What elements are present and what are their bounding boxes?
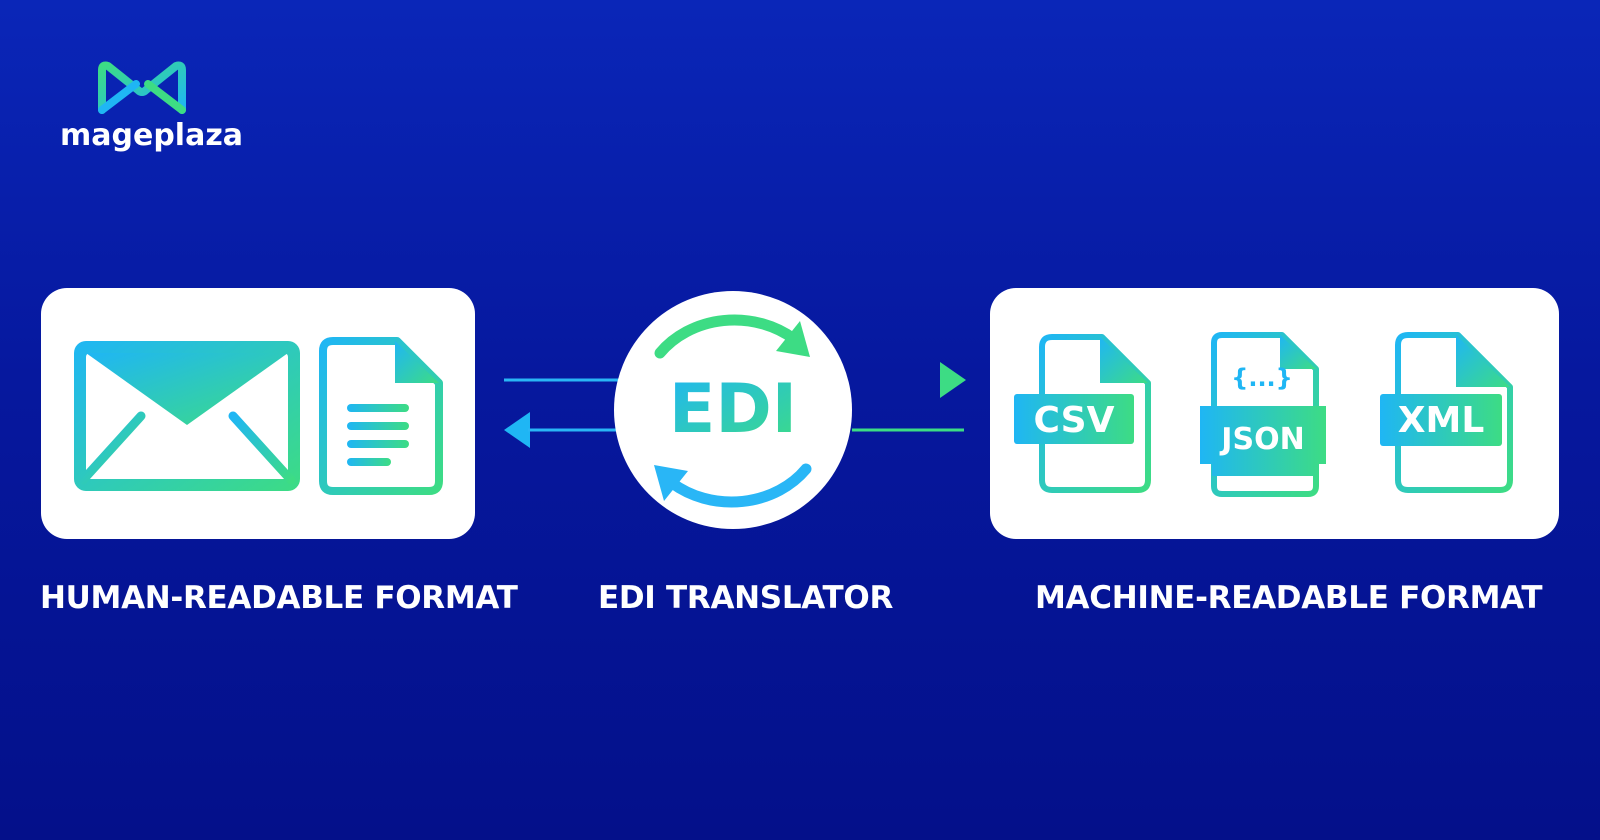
file-label: CSV [1034, 400, 1115, 441]
arrow-left-icon [504, 412, 964, 448]
csv-file-icon: CSV [1014, 334, 1151, 493]
brand-name[interactable]: mageplaza [60, 118, 244, 153]
human-readable-caption: HUMAN-READABLE FORMAT [40, 580, 518, 616]
mageplaza-m-logo-icon [96, 60, 188, 116]
machine-readable-caption: MACHINE-READABLE FORMAT [1035, 580, 1543, 616]
human-readable-panel [41, 288, 475, 539]
machine-readable-panel: CSV {...} JSON XML [990, 288, 1559, 539]
xml-file-icon: XML [1380, 332, 1513, 493]
arrow-right-icon [504, 362, 966, 398]
envelope-icon [74, 341, 300, 491]
edi-translator-caption: EDI TRANSLATOR [598, 580, 894, 616]
hub-label: EDI [669, 370, 797, 449]
json-file-icon: {...} JSON [1200, 332, 1326, 497]
flow-arrows [504, 362, 966, 448]
edi-translator-hub: EDI [614, 291, 852, 529]
sync-arrows-icon [654, 314, 812, 508]
json-glyph: {...} [1231, 364, 1293, 392]
document-icon [319, 337, 443, 495]
file-label: JSON [1219, 422, 1304, 457]
file-label: XML [1398, 400, 1485, 441]
